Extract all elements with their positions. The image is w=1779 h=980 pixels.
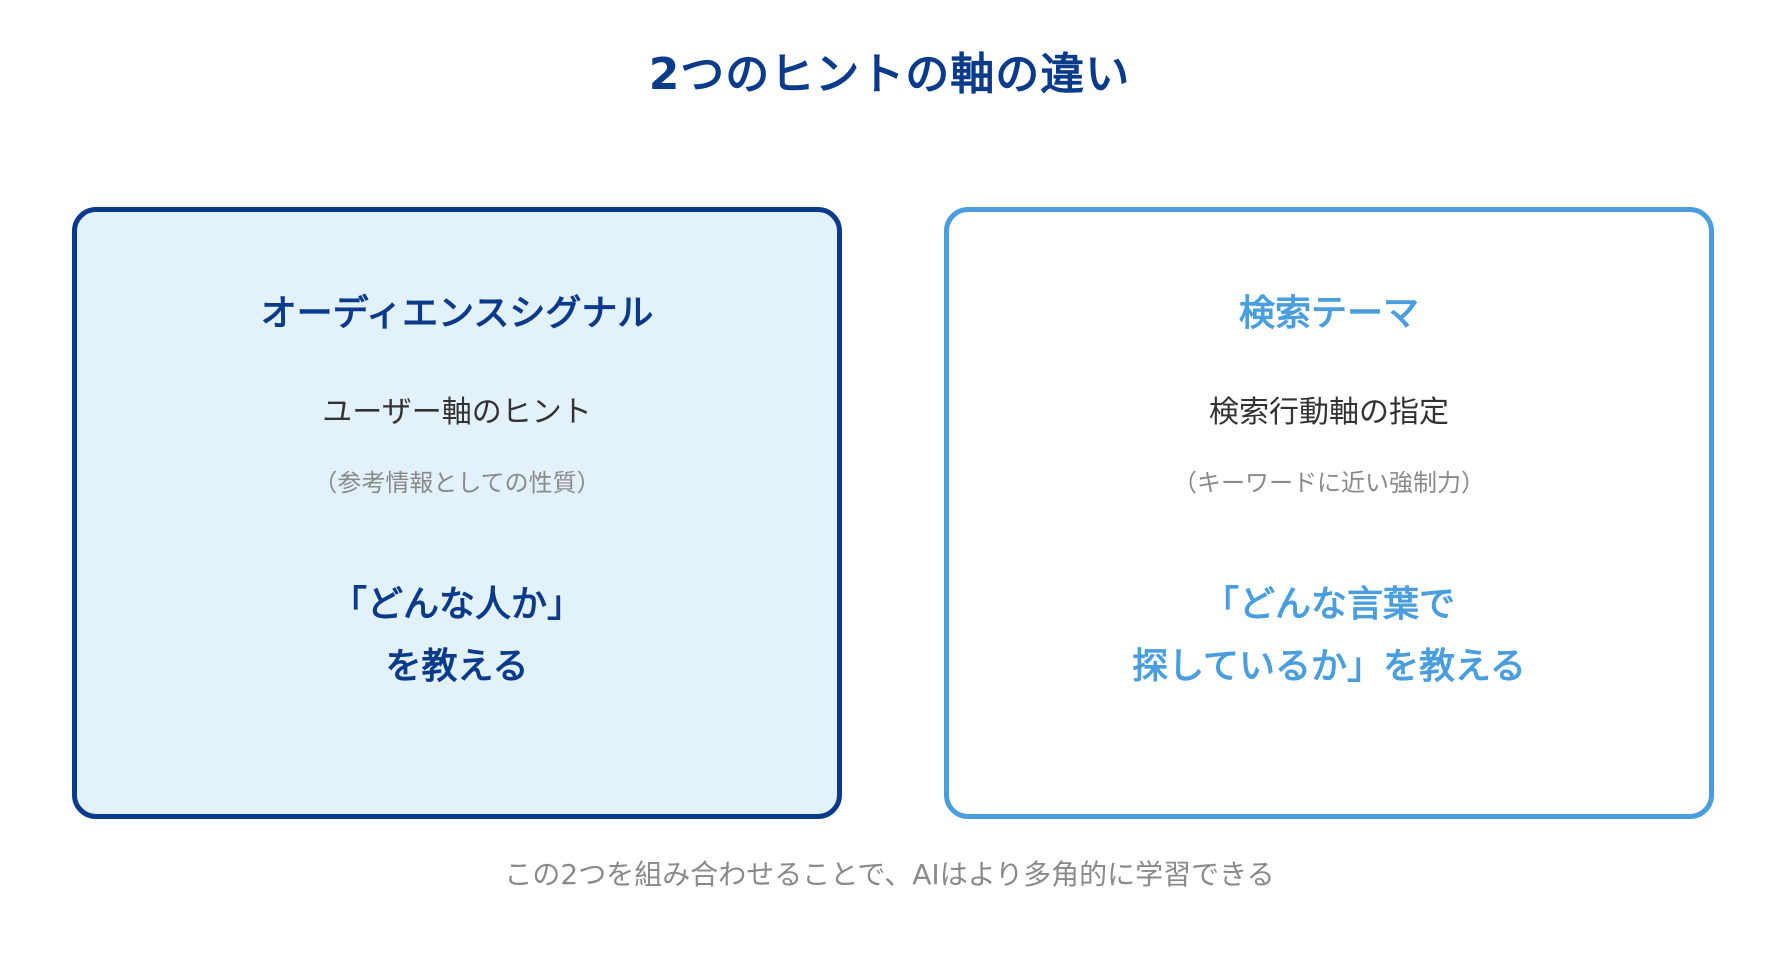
search-theme-message-line2: 探しているか」を教える [1132,646,1526,687]
diagram-title: 2つのヒントの軸の違い [648,49,1131,100]
search-theme-message-line1: 「どんな言葉で [1202,584,1455,625]
search-theme-message: 「どんな言葉で 探しているか」を教える [949,574,1709,698]
search-theme-subtitle: 検索行動軸の指定 [1209,395,1449,430]
audience-signal-note: （参考情報としての性質） [313,469,601,497]
audience-signal-message-line1: 「どんな人か」 [330,584,583,625]
audience-signal-message: 「どんな人か」 を教える [77,574,837,698]
audience-signal-subtitle: ユーザー軸のヒント [322,395,592,430]
footer-caption: この2つを組み合わせることで、AIはより多角的に学習できる [504,858,1275,891]
search-theme-heading: 検索テーマ [1238,293,1419,334]
search-theme-card: 検索テーマ 検索行動軸の指定 （キーワードに近い強制力） 「どんな言葉で 探して… [944,207,1714,819]
search-theme-note: （キーワードに近い強制力） [1173,469,1485,497]
audience-signal-message-line2: を教える [385,646,529,687]
audience-signal-card: オーディエンスシグナル ユーザー軸のヒント （参考情報としての性質） 「どんな人… [72,207,842,819]
audience-signal-heading: オーディエンスシグナル [260,293,654,334]
